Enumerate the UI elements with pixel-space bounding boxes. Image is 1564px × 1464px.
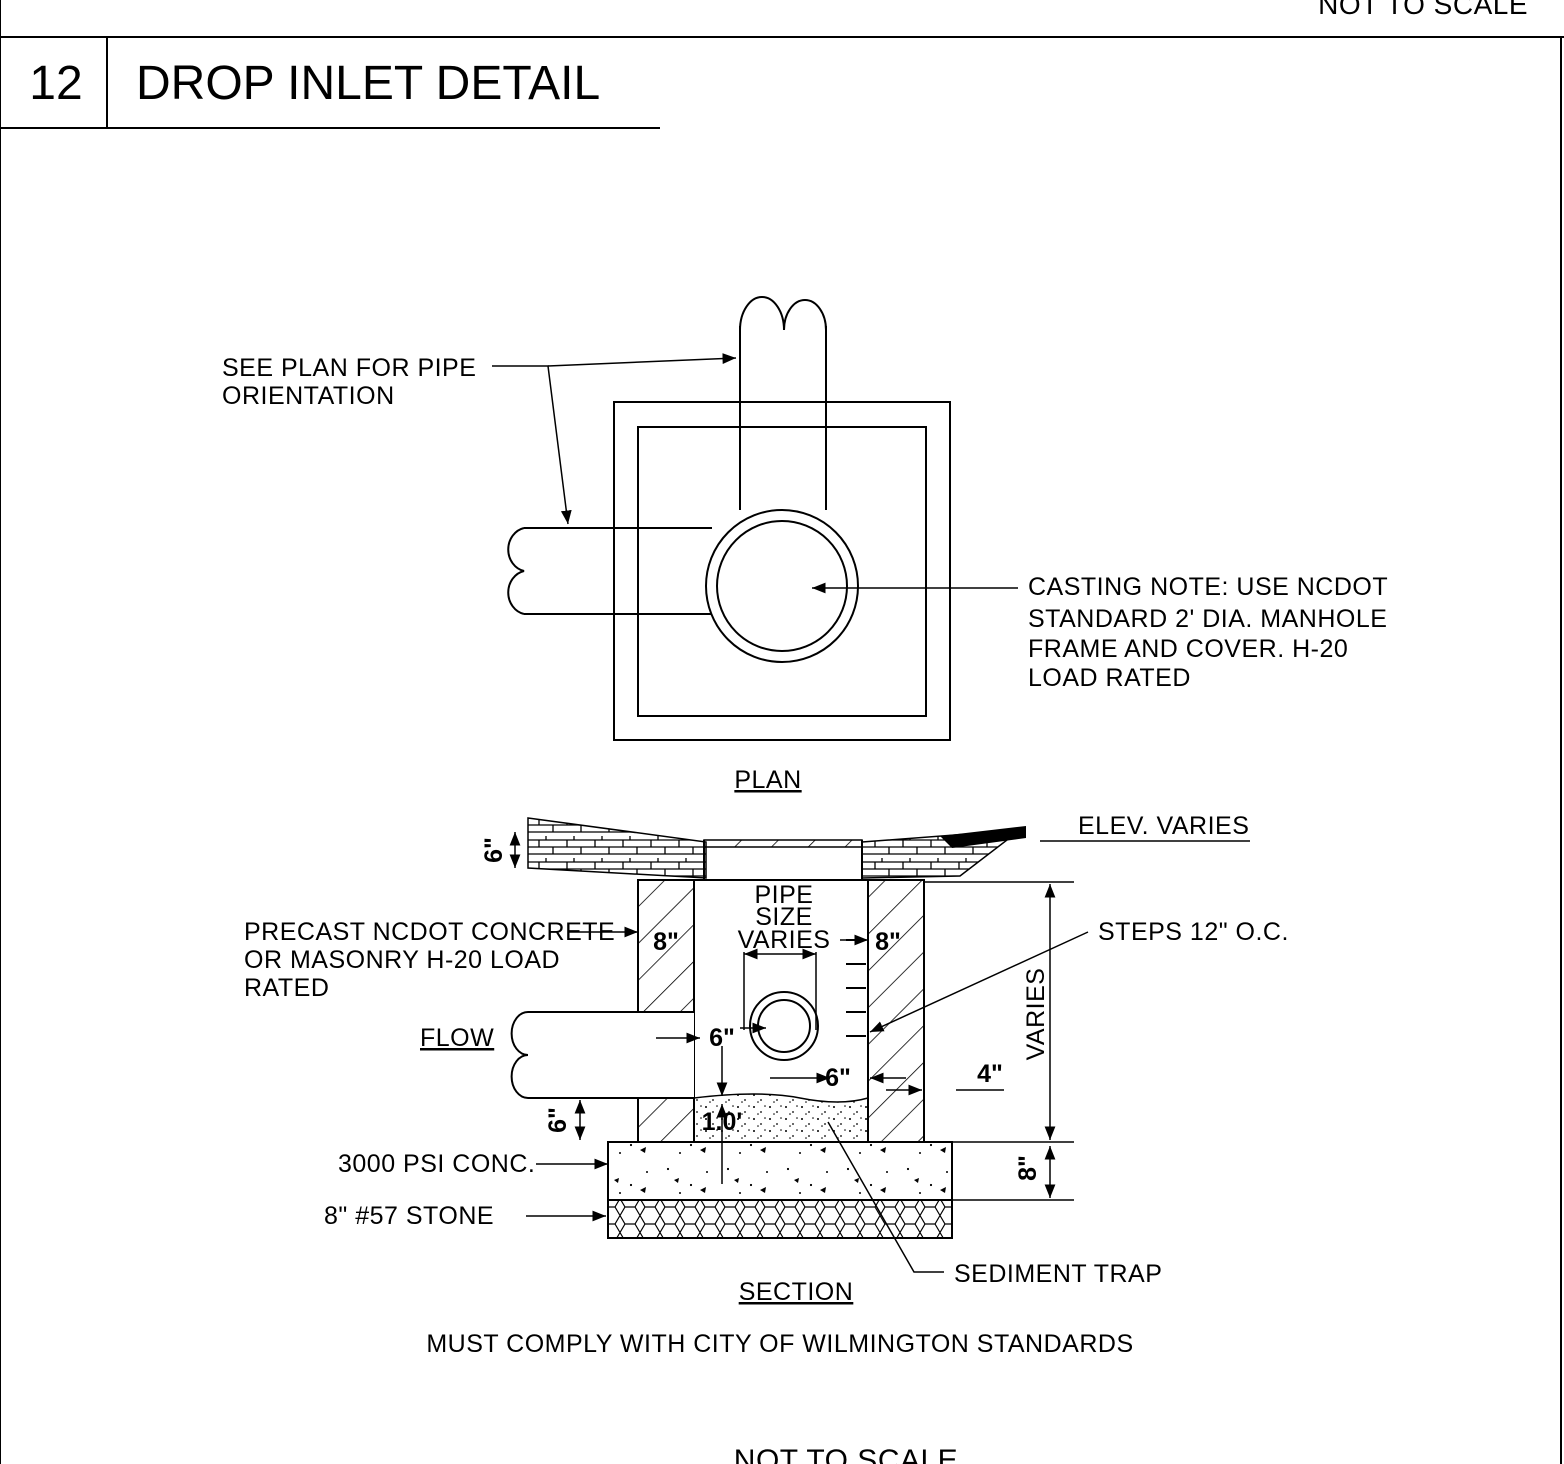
plan-outer-box (613, 401, 951, 741)
inlet-pipe-outer (749, 991, 819, 1061)
pipe-size-line-2: SIZE (755, 903, 813, 931)
manhole-cover (716, 520, 848, 652)
pipe-note-line-1: SEE PLAN FOR PIPE (222, 354, 476, 382)
ground-left (527, 817, 707, 879)
precast-line-2: OR MASONRY H-20 LOAD (244, 946, 560, 974)
dim-1-0: 1.0' (702, 1108, 743, 1136)
pipe-note-line-2: ORIENTATION (222, 382, 395, 410)
elevation-label: ELEV. VARIES (1078, 812, 1249, 840)
section-view: ELEV. VARIES PRECAST NCDOT CONCRETE OR M… (244, 812, 1289, 1358)
concrete-base (607, 1141, 953, 1201)
steps (846, 939, 866, 1037)
detail-number: 12 (29, 57, 82, 110)
bottom-scale-note: NOT TO SCALE (734, 1444, 958, 1464)
casting-note-line-4: LOAD RATED (1028, 664, 1191, 692)
sediment-leader (827, 1121, 944, 1273)
plan-view: SEE PLAN FOR PIPE ORIENTATION CASTING NO… (222, 296, 1388, 794)
outlet-pipe-body (528, 1012, 694, 1098)
conc-label: 3000 PSI CONC. (338, 1150, 535, 1178)
manhole-frame (705, 509, 859, 663)
stone-bed (607, 1199, 953, 1239)
dim-8-left: 8" (653, 928, 679, 956)
casting-note-line-3: FRAME AND COVER. H-20 (1028, 635, 1348, 663)
section-view-label: SECTION (739, 1278, 854, 1306)
precast-line-1: PRECAST NCDOT CONCRETE (244, 918, 615, 946)
sediment-label: SEDIMENT TRAP (954, 1260, 1162, 1288)
dim-6-pipe: 6" (709, 1024, 735, 1052)
plan-vertical-pipe-end (739, 296, 827, 331)
pipe-note-leader-1 (492, 365, 572, 525)
plan-inner-box (637, 426, 927, 717)
pipe-size-line-1: PIPE (755, 881, 814, 909)
plan-view-label: PLAN (734, 766, 801, 794)
top-scale-note: NOT TO SCALE (1318, 0, 1528, 20)
manhole-cover-section (703, 839, 863, 848)
varies-label: VARIES (1022, 968, 1050, 1061)
dim-8-right: 8" (875, 928, 901, 956)
steps-label: STEPS 12" O.C. (1098, 918, 1289, 946)
dim-6-top: 6" (480, 837, 508, 863)
plan-horizontal-pipe-end (507, 527, 525, 615)
ground-edge-wedge (940, 826, 1026, 848)
detail-title: DROP INLET DETAIL (136, 57, 600, 110)
flow-label: FLOW (420, 1024, 494, 1052)
compliance-note: MUST COMPLY WITH CITY OF WILMINGTON STAN… (426, 1330, 1133, 1358)
pipe-size-line-3: VARIES (738, 926, 831, 954)
precast-line-3: RATED (244, 974, 329, 1002)
steps-leader (869, 931, 1089, 1033)
casting-note-line-2: STANDARD 2' DIA. MANHOLE (1028, 605, 1387, 633)
dim-4: 4" (977, 1060, 1003, 1088)
stone-label: 8" #57 STONE (324, 1202, 494, 1230)
dim-6-invert: 6" (544, 1107, 572, 1133)
pipe-note-leader-2 (547, 353, 737, 367)
sediment-fill (693, 1093, 869, 1143)
dim-8-base: 8" (1014, 1155, 1042, 1181)
outlet-pipe-end (510, 1011, 529, 1099)
dim-6-bottom: 6" (825, 1064, 851, 1092)
casting-note-line-1: CASTING NOTE: USE NCDOT (1028, 573, 1388, 601)
